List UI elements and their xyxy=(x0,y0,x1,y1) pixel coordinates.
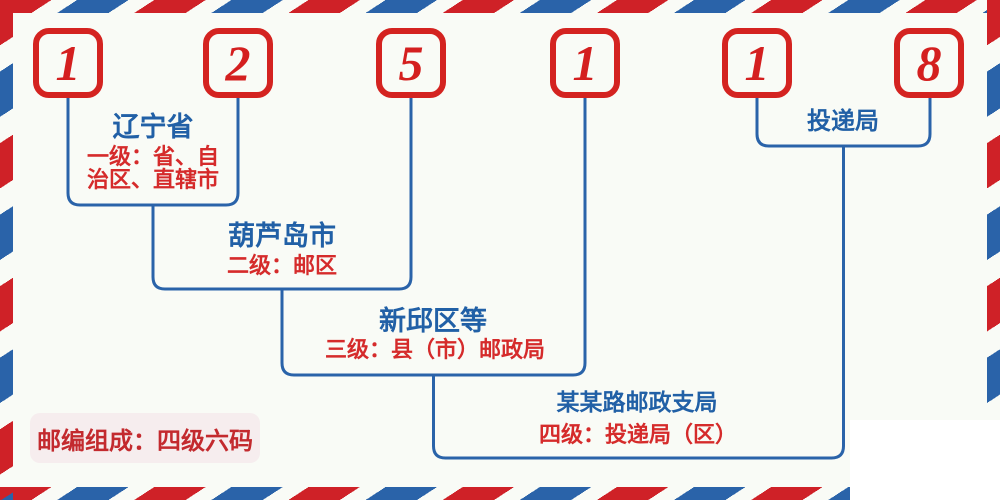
digit-5: 1 xyxy=(744,35,770,91)
level1-description-line2: 治区、直辖市 xyxy=(86,168,220,193)
airmail-border-bottom xyxy=(0,487,1000,500)
digit-box-4: 1 xyxy=(550,28,620,98)
level2-description: 二级：邮区 xyxy=(226,254,338,279)
postal-composition-badge: 邮编组成：四级六码 xyxy=(30,413,260,463)
level1-description-line1: 一级：省、自 xyxy=(86,145,220,170)
digit-2: 2 xyxy=(225,35,251,91)
delivery-office-label: 投递局 xyxy=(807,107,879,135)
level3-description: 三级：县（市）邮政局 xyxy=(324,338,546,363)
bracket-level4 xyxy=(432,146,845,460)
postal-composition-text: 邮编组成：四级六码 xyxy=(37,426,253,455)
bracket-delivery xyxy=(755,98,932,148)
airmail-border-top xyxy=(0,0,1000,13)
digit-3: 5 xyxy=(398,35,424,91)
city-label: 葫芦岛市 xyxy=(228,221,336,252)
digit-4: 1 xyxy=(572,35,598,91)
province-label: 辽宁省 xyxy=(112,112,194,143)
airmail-border-left xyxy=(0,0,13,500)
district-label: 新邱区等 xyxy=(379,306,487,337)
digit-box-1: 1 xyxy=(33,28,103,98)
digit-1: 1 xyxy=(55,35,81,91)
airmail-border-right xyxy=(987,0,1000,500)
digit-box-6: 8 xyxy=(894,28,964,98)
branch-label: 某某路邮政支局 xyxy=(556,390,718,416)
digit-6: 8 xyxy=(916,35,942,91)
level4-description: 四级：投递局（区） xyxy=(538,423,738,448)
digit-box-3: 5 xyxy=(376,28,446,98)
digit-box-5: 1 xyxy=(722,28,792,98)
watermark-cover xyxy=(850,420,1000,500)
digit-box-2: 2 xyxy=(203,28,273,98)
level1-description: 一级：省、自 治区、直辖市 xyxy=(87,146,219,192)
